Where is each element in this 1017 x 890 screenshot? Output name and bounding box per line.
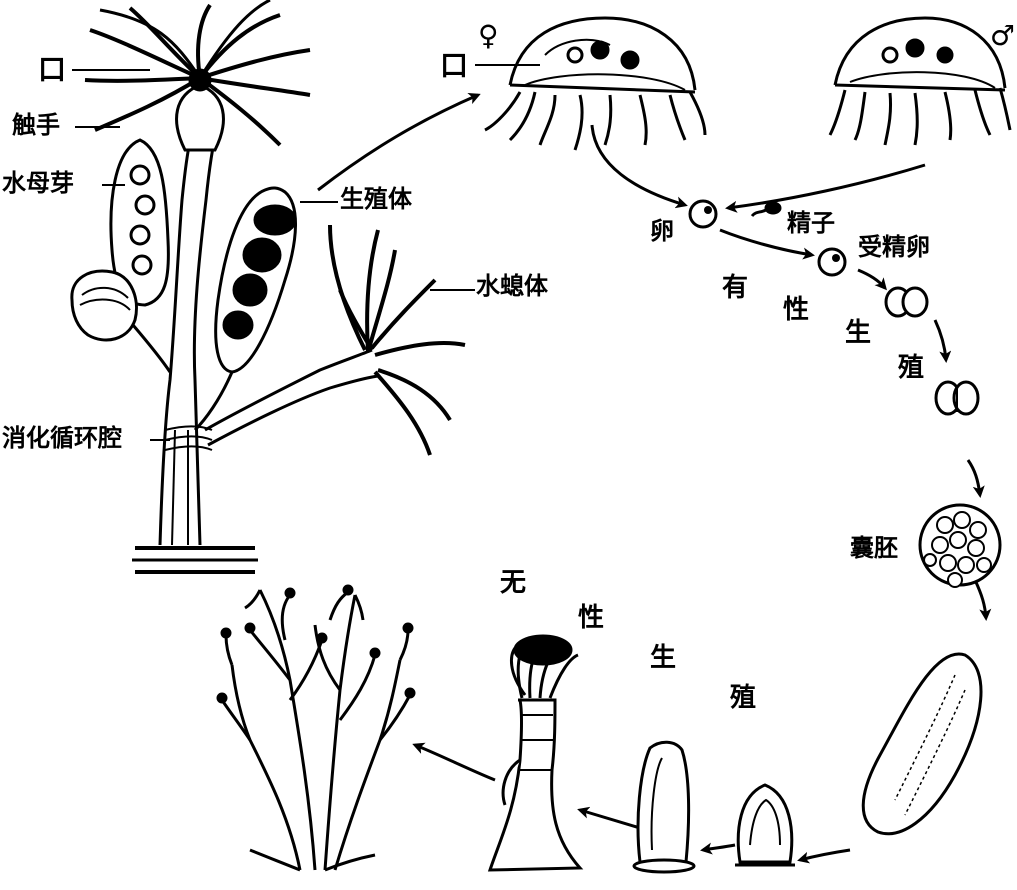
two-cell-stage xyxy=(884,286,929,318)
branched-colony xyxy=(216,584,416,872)
label-mouth-medusa: 口 xyxy=(440,49,469,82)
asexual-reproduction-char-4: 殖 xyxy=(730,683,757,713)
young-polyp xyxy=(632,740,696,874)
sexual-reproduction-char-4: 殖 xyxy=(898,353,925,383)
four-cell-stage xyxy=(934,380,980,416)
hydroid-colony xyxy=(70,0,466,574)
label-egg: 卵 xyxy=(650,217,674,245)
fertilization-arrows xyxy=(590,124,992,621)
blastula xyxy=(918,503,1002,588)
label-zygote: 受精卵 xyxy=(858,233,930,261)
polyp-with-tentacles xyxy=(487,634,584,872)
label-tentacle: 触手 xyxy=(12,111,60,139)
planula-larva xyxy=(861,652,983,836)
male-medusa xyxy=(828,16,1012,146)
settlement-arrows xyxy=(412,742,851,864)
label-mouth-polyp: 口 xyxy=(38,53,67,86)
gonangium-capsule xyxy=(193,186,297,432)
colony-leader-lines xyxy=(72,69,475,441)
main-stalk xyxy=(158,109,224,546)
label-sperm: 精子 xyxy=(787,209,835,237)
medusa-bud-capsule xyxy=(109,138,170,307)
label-hydranth: 水螅体 xyxy=(476,272,548,300)
sexual-reproduction-char-2: 性 xyxy=(783,295,810,325)
label-gonangium: 生殖体 xyxy=(340,185,412,213)
label-gastrovascular-cavity: 消化循环腔 xyxy=(2,424,122,452)
asexual-reproduction-char-3: 生 xyxy=(650,643,677,673)
asexual-reproduction-char-1: 无 xyxy=(500,568,527,598)
zygote-cell xyxy=(817,247,847,277)
egg-cell xyxy=(688,199,718,229)
male-symbol: ♂ xyxy=(990,19,1016,52)
sperm-cell xyxy=(750,201,782,218)
right-hydranth xyxy=(204,224,466,456)
label-blastula: 囊胚 xyxy=(850,534,898,562)
substrate xyxy=(132,546,258,574)
left-side-capsule xyxy=(70,269,172,373)
settled-larva xyxy=(735,783,795,867)
female-symbol: ♀ xyxy=(478,19,499,52)
sexual-reproduction-char-1: 有 xyxy=(722,273,749,303)
asexual-reproduction-char-2: 性 xyxy=(578,603,605,633)
sexual-reproduction-char-3: 生 xyxy=(845,318,872,348)
top-hydranth xyxy=(84,0,311,152)
label-medusa-bud: 水母芽 xyxy=(2,169,74,197)
female-medusa xyxy=(484,16,707,151)
arrow-colony-to-medusa xyxy=(317,93,481,192)
